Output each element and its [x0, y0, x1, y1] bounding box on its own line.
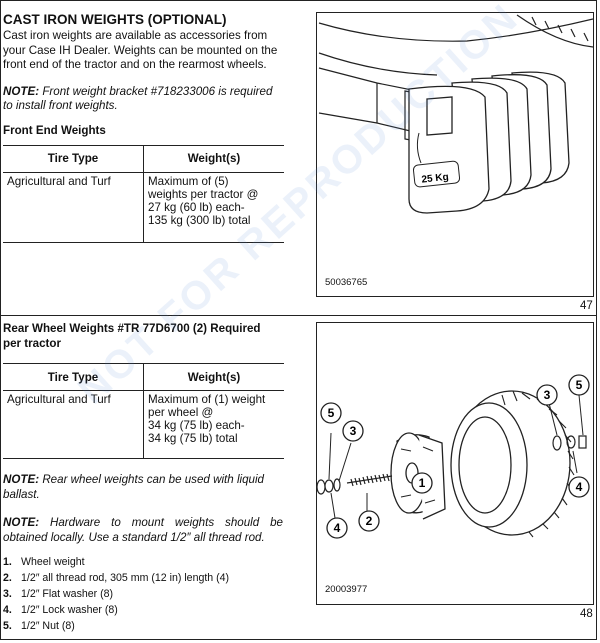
front-weights-table: Tire Type Weight(s) Agricultural and Tur… — [3, 144, 284, 243]
front-weight-illustration: 25 Kg — [318, 14, 594, 214]
rear-weights-table: Tire Type Weight(s) Agricultural and Tur… — [3, 363, 284, 459]
section2-note2: NOTE: Hardware to mount weights should b… — [3, 516, 283, 544]
callout-5: 5 — [328, 406, 335, 420]
list-item: 4.1/2″ Lock washer (8) — [3, 603, 118, 616]
callout-3: 3 — [544, 388, 551, 402]
table-row: Agricultural and Turf Maximum of (5) wei… — [3, 171, 284, 243]
list-item: 5.1/2″ Nut (8) — [3, 619, 75, 632]
parts-list: 1.Wheel weight 2.1/2″ all thread rod, 30… — [3, 555, 283, 634]
page-number: 48 — [580, 608, 593, 620]
callout-5: 5 — [576, 378, 583, 392]
callout-1: 1 — [419, 476, 426, 490]
table-row: Agricultural and Turf Maximum of (1) wei… — [3, 390, 284, 459]
page-number: 47 — [580, 300, 593, 312]
col-tire-type: Tire Type — [3, 363, 144, 391]
col-weights: Weight(s) — [143, 363, 284, 391]
cell-weight: Maximum of (1) weight per wheel @ 34 kg … — [143, 390, 284, 459]
callout-4: 4 — [576, 480, 583, 494]
section1-heading: CAST IRON WEIGHTS (OPTIONAL) — [3, 12, 227, 27]
section1-note: NOTE: Front weight bracket #718233006 is… — [3, 84, 273, 113]
figure-id: 20003977 — [325, 584, 368, 595]
front-weights-title: Front End Weights — [3, 123, 106, 137]
rear-weight-figure: 1 2 3 5 4 3 5 4 20003977 — [316, 322, 594, 605]
callout-4: 4 — [334, 521, 341, 535]
cell-tire: Agricultural and Turf — [3, 171, 144, 243]
section2-note1: NOTE: Rear wheel weights can be used wit… — [3, 473, 265, 501]
section-divider — [0, 315, 597, 316]
col-tire-type: Tire Type — [3, 144, 144, 173]
cell-weight: Maximum of (5) weights per tractor @ 27 … — [143, 171, 284, 243]
col-weights: Weight(s) — [143, 144, 284, 173]
callout-2: 2 — [366, 514, 373, 528]
front-weight-figure: 25 Kg 50036765 — [316, 12, 594, 297]
list-item: 3.1/2″ Flat washer (8) — [3, 587, 114, 600]
rear-weight-illustration: 1 2 3 5 4 3 5 4 — [316, 374, 590, 539]
weight-stamp: 25 Kg — [421, 172, 449, 186]
cell-tire: Agricultural and Turf — [3, 390, 144, 459]
list-item: 2.1/2″ all thread rod, 305 mm (12 in) le… — [3, 572, 230, 585]
figure-id: 50036765 — [325, 277, 368, 288]
callout-3: 3 — [350, 424, 357, 438]
rear-weights-title: Rear Wheel Weights #TR 77D6700 (2) Requi… — [3, 322, 261, 350]
section1-text: CAST IRON WEIGHTS (OPTIONAL) Cast iron w… — [3, 12, 284, 243]
section2-text: Rear Wheel Weights #TR 77D6700 (2) Requi… — [3, 321, 284, 634]
section1-intro: Cast iron weights are available as acces… — [3, 29, 278, 72]
list-item: 1.Wheel weight — [3, 556, 85, 569]
